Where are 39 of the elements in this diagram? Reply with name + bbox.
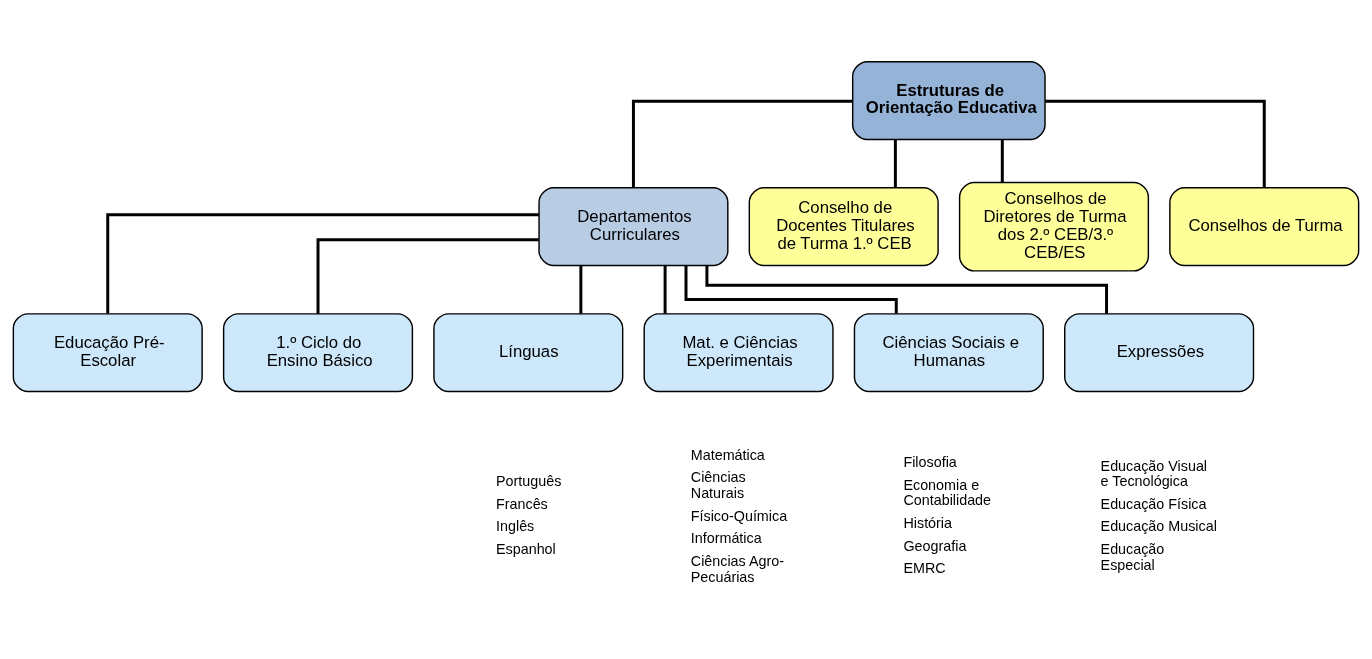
- node-label: Francês: [496, 495, 548, 512]
- connector: [893, 138, 897, 188]
- node-box: Estruturas de Orientação Educativa: [851, 60, 1046, 140]
- node-label: Economia e Contabilidade: [903, 476, 992, 508]
- connector: [1000, 138, 1004, 182]
- node-label: Informática: [690, 529, 762, 546]
- node-label: Espanhol: [496, 540, 556, 557]
- node-label: Ciências Naturais: [690, 468, 746, 501]
- node-label: Físico-Química: [690, 507, 788, 524]
- node-box: Mat. e Ciências Experimentais: [643, 312, 834, 392]
- node-box: Conselho de Docentes Titulares de Turma 1.º CEB: [748, 186, 939, 266]
- node-label: Ciências Agro-Pecuárias: [690, 552, 784, 585]
- connector: [579, 265, 583, 314]
- node-label: Filosofia: [903, 453, 957, 470]
- node-box: Departamentos Curriculares: [538, 186, 729, 266]
- node-box: Conselhos de Diretores de Turma dos 2.º CEB/3.º CEB/ES: [958, 181, 1150, 272]
- node-box: Línguas: [433, 312, 624, 392]
- connector: [684, 265, 898, 313]
- node-box: Ciências Sociais e Humanas: [853, 312, 1044, 392]
- node-box: Conselhos de Turma: [1169, 186, 1360, 266]
- node-label: Educação Visual e Tecnológica: [1100, 457, 1208, 489]
- node-label: Educação Física: [1100, 495, 1207, 512]
- connector: [316, 237, 539, 314]
- node-box: 1.º Ciclo do Ensino Básico: [222, 312, 414, 392]
- node-label: História: [903, 514, 953, 531]
- node-label: Inglês: [496, 517, 535, 534]
- connector: [1045, 99, 1266, 188]
- node-label: Educação Musical: [1100, 517, 1217, 534]
- connector: [631, 99, 853, 188]
- connector: [663, 265, 667, 314]
- connector: [106, 212, 539, 313]
- node-label: Português: [496, 472, 562, 489]
- node-label: Educação Especial: [1100, 540, 1165, 573]
- node-label: Geografia: [903, 537, 967, 554]
- node-label: EMRC: [903, 559, 946, 576]
- connector: [705, 265, 1109, 314]
- node-box: Educação Pré-Escolar: [12, 312, 203, 392]
- node-box: Expressões: [1064, 312, 1255, 392]
- node-label: Matemática: [690, 446, 765, 463]
